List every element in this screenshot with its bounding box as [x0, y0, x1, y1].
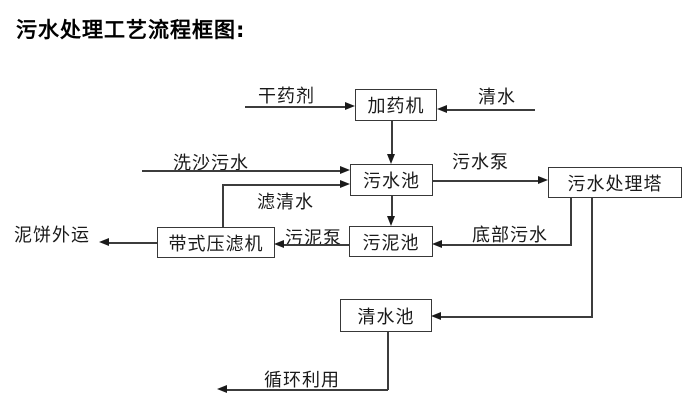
node-sludge-pool-label: 污泥池	[362, 232, 420, 254]
arrowhead-into-sewage-left-2	[340, 180, 350, 188]
line-sewage-to-sludge-v	[391, 196, 393, 218]
node-sewage-pool: 污水池	[350, 164, 433, 196]
label-bottom-sewage: 底部污水	[472, 225, 548, 246]
arrowhead-into-sewage-left-1	[340, 166, 350, 174]
line-filtered-water-v	[222, 184, 224, 227]
arrowhead-into-tower-left	[538, 176, 548, 184]
line-clean-to-recycle-v	[387, 332, 389, 390]
node-dosing-machine: 加药机	[355, 89, 437, 121]
node-sludge-pool: 污泥池	[349, 226, 433, 257]
label-recycle-use: 循环利用	[264, 370, 340, 391]
node-dosing-machine-label: 加药机	[367, 96, 425, 117]
page-title: 污水处理工艺流程框图:	[16, 18, 246, 42]
label-dry-chemical: 干药剂	[258, 86, 315, 107]
label-sludge-pump: 污泥泵	[285, 228, 342, 249]
arrowhead-into-clean-right	[431, 312, 441, 320]
node-belt-filter-press: 带式压滤机	[157, 227, 275, 258]
line-tower-to-clean-h	[441, 316, 593, 318]
line-sludge-pump	[284, 244, 349, 246]
arrowhead-recycle-use	[217, 385, 227, 393]
line-tower-to-clean-v	[591, 198, 593, 317]
arrowhead-mud-cake-out	[99, 238, 109, 246]
arrowhead-into-sludge-right	[432, 240, 442, 248]
arrowhead-into-dosing-right	[437, 105, 447, 113]
arrowhead-into-press-right	[274, 240, 284, 248]
label-filtered-water: 滤清水	[257, 192, 314, 213]
arrowhead-into-sewage-top	[387, 154, 395, 164]
line-dry-chemical	[245, 106, 347, 108]
node-sewage-pool-label: 污水池	[363, 171, 420, 192]
arrowhead-into-dosing-left	[345, 102, 355, 110]
arrowhead-into-sludge-top	[387, 216, 395, 226]
line-bottom-sewage-h	[442, 244, 572, 246]
line-sewage-pump	[433, 180, 540, 182]
label-mud-cake-out: 泥饼外运	[14, 225, 90, 246]
line-dosing-to-sewage-v	[391, 121, 393, 156]
node-belt-filter-press-label: 带式压滤机	[168, 233, 264, 255]
line-bottom-sewage-v	[570, 198, 572, 245]
label-clean-water: 清水	[478, 87, 516, 108]
node-clean-water-pool: 清水池	[340, 299, 432, 332]
line-mud-cake-out	[109, 242, 157, 244]
line-clean-water	[444, 109, 535, 111]
node-treatment-tower: 污水处理塔	[548, 167, 682, 198]
line-filtered-water-h	[222, 184, 342, 186]
line-recycle-use-h	[227, 389, 388, 391]
label-sand-washing-sewage: 洗沙污水	[173, 153, 249, 174]
label-sewage-pump: 污水泵	[452, 152, 509, 173]
node-clean-water-pool-label: 清水池	[357, 306, 415, 328]
node-treatment-tower-label: 污水处理塔	[567, 173, 663, 195]
line-sand-washing-sewage	[142, 170, 342, 172]
